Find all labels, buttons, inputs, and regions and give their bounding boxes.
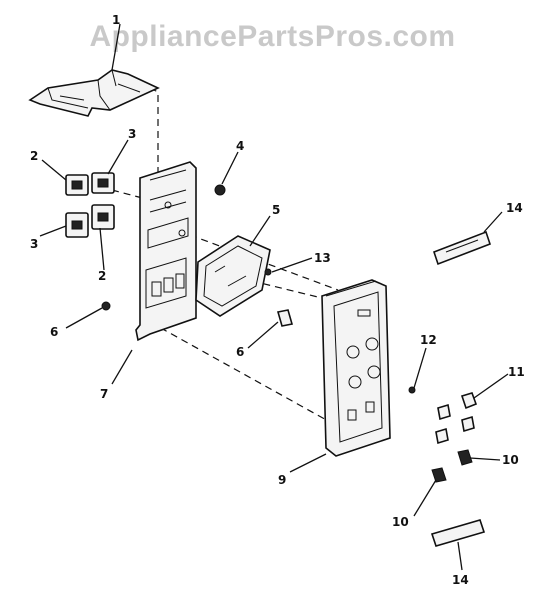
callout-13: 13 bbox=[314, 251, 331, 265]
part-14-trim-lower bbox=[430, 519, 486, 547]
part-14-trim-upper bbox=[432, 230, 492, 266]
callout-1: 1 bbox=[112, 13, 120, 27]
callout-6-clip: 6 bbox=[236, 345, 244, 359]
callout-4: 4 bbox=[236, 139, 244, 153]
part-12-fastener bbox=[408, 386, 416, 394]
part-6-clip bbox=[276, 309, 294, 327]
part-6-screw-left bbox=[101, 301, 111, 311]
part-9-dispenser-panel bbox=[321, 279, 391, 457]
callout-14-top: 14 bbox=[506, 201, 523, 215]
callout-3-top: 3 bbox=[128, 127, 136, 141]
callout-10-bottom: 10 bbox=[392, 515, 409, 529]
part-2-3-relay-blocks bbox=[65, 172, 115, 238]
watermark: AppliancePartsPros.com bbox=[89, 20, 456, 53]
part-10-11-buttons bbox=[431, 392, 478, 483]
part-13-fastener bbox=[264, 268, 272, 276]
callout-7: 7 bbox=[100, 387, 108, 401]
callout-2-left: 2 bbox=[30, 149, 38, 163]
callout-14-bottom: 14 bbox=[452, 573, 469, 587]
callout-5: 5 bbox=[272, 203, 280, 217]
callout-11: 11 bbox=[508, 365, 525, 379]
part-1-top-bracket bbox=[28, 69, 160, 117]
callout-labels: 1 2 3 3 2 4 5 6 13 6 7 9 12 11 10 10 14 … bbox=[30, 13, 525, 587]
callout-6-left: 6 bbox=[50, 325, 58, 339]
part-4-screw bbox=[214, 184, 226, 196]
callout-10-right: 10 bbox=[502, 453, 519, 467]
callout-2-bottom: 2 bbox=[98, 269, 106, 283]
part-7-mounting-plate bbox=[135, 161, 197, 342]
part-5-switch-box bbox=[195, 235, 271, 317]
callout-12: 12 bbox=[420, 333, 437, 347]
leader-lines bbox=[39, 23, 509, 571]
callout-3-bottom: 3 bbox=[30, 237, 38, 251]
callout-9: 9 bbox=[278, 473, 286, 487]
